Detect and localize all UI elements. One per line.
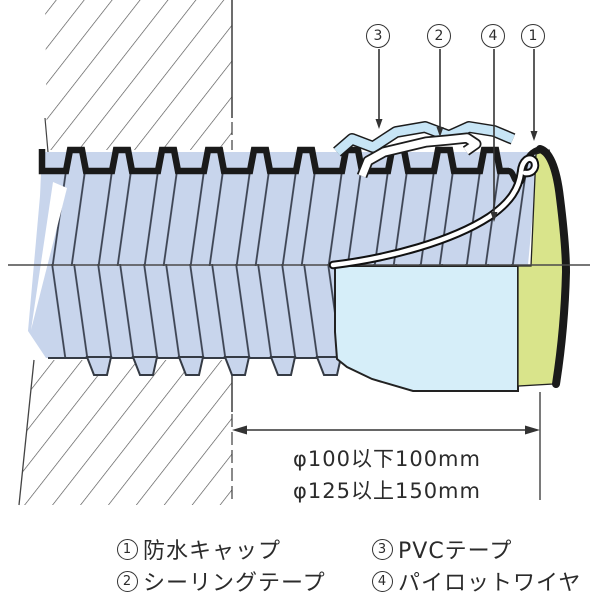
pilot-wire [328,154,540,270]
leader-arrow-2 [436,127,444,137]
leader-arrow-4 [490,212,498,222]
legend-label-waterproof-cap: 防水キャップ [143,539,282,564]
wall-lower-section [18,359,233,506]
pvc-tape [333,121,516,157]
dimension-text: φ100以下100mm φ125以上150mm [237,443,537,507]
callout-circle-4: 4 [481,24,505,48]
callout-leaders [375,49,538,222]
legend-item-pilot-wire: 4 パイロットワイヤ [372,565,581,597]
pipe-ribs-upper [44,170,537,266]
leader-arrow-1 [530,131,538,141]
legend-num-3: 3 [372,538,393,560]
dimension-arrow-right [525,425,540,435]
legend-item-waterproof-cap: 1 防水キャップ [117,533,281,565]
legend-num-2: 2 [117,570,138,592]
leader-arrow-3 [375,119,383,129]
legend-item-pvc-tape: 3 PVCテープ [372,533,512,565]
waterproof-cap-outline [536,145,571,388]
legend-label-pvc-tape: PVCテープ [398,539,513,564]
dimension-arrow-left [232,425,247,435]
legend-label-sealing-tape: シーリングテープ [143,571,326,596]
dimension [232,392,541,500]
wall-lower-hatch [19,360,232,505]
callout-circle-3: 3 [366,24,390,48]
legend-label-pilot-wire: パイロットワイヤ [398,571,582,596]
pvc-tape-body [334,122,515,156]
sealing-tape-body [358,134,480,178]
wall-upper-left-edge [44,117,49,153]
pipe-top-outline [38,146,509,175]
legend-num-4: 4 [372,570,393,592]
dimension-text-line2: φ125以上150mm [293,479,481,503]
sealing-tape [356,132,482,179]
wall-upper-hatch [45,0,232,150]
pipe-interior-cutaway [334,265,519,392]
wall-upper-section [44,0,233,153]
dimension-text-line1: φ100以下100mm [293,447,481,471]
wall-lower-left-edge [18,359,35,506]
callout-circle-1: 1 [521,24,545,48]
pipe-end-break-wedge [31,182,67,330]
pipe-bottom-feet [85,356,343,376]
legend-item-sealing-tape: 2 シーリングテープ [117,565,326,597]
legend-num-1: 1 [117,538,138,560]
pilot-wire-core [330,156,538,268]
callout-circle-2: 2 [427,24,451,48]
